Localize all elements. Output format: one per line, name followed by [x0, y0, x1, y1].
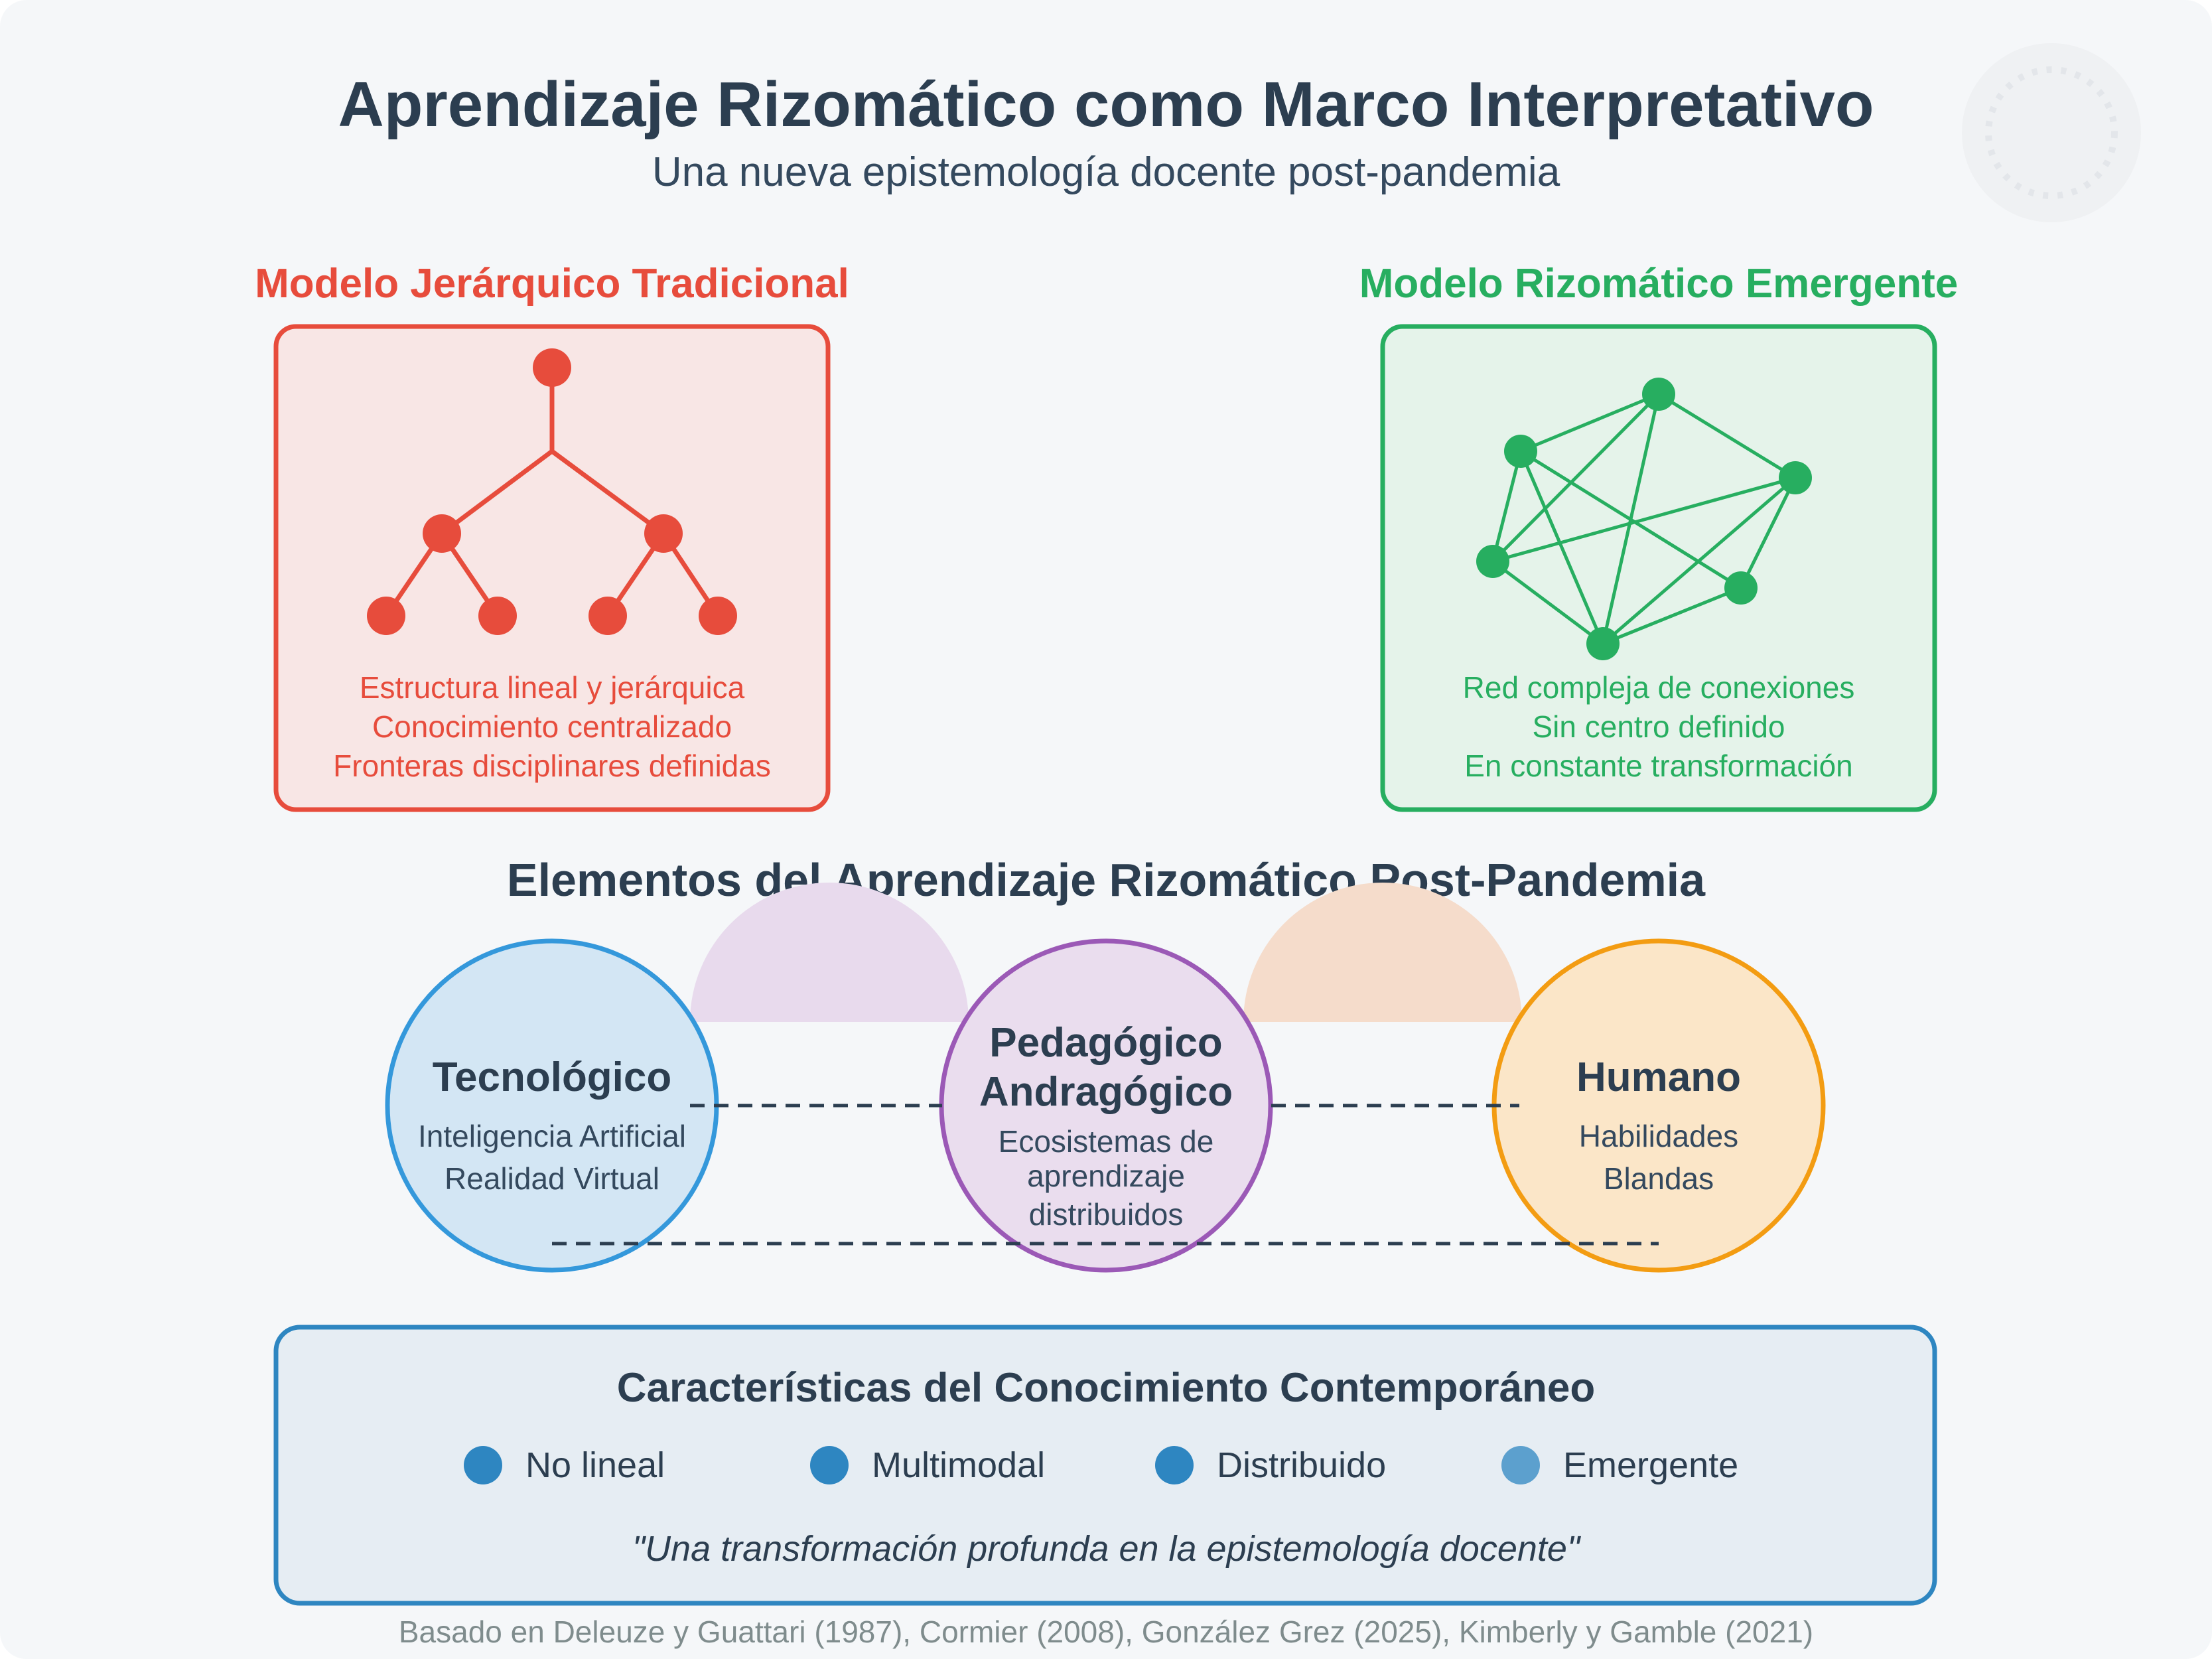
ped-line-2: aprendizaje	[1027, 1159, 1185, 1193]
network-node-1	[1504, 435, 1537, 468]
human-line-2: Blandas	[1604, 1161, 1714, 1196]
characteristic-item-1: No lineal	[525, 1445, 665, 1485]
tree-node-mid-left	[423, 514, 461, 553]
characteristic-item-4: Emergente	[1563, 1445, 1738, 1485]
tech-circle	[385, 938, 719, 1273]
tree-node-leaf-2	[478, 597, 517, 635]
characteristics-quote: "Una transformación profunda en la epist…	[632, 1529, 1582, 1569]
right-model-line-1: Red compleja de conexiones	[1463, 670, 1855, 705]
left-model-heading: Modelo Jerárquico Tradicional	[255, 261, 849, 307]
page-subtitle: Una nueva epistemología docente post-pan…	[652, 149, 1560, 195]
ped-title-line-1: Pedagógico	[989, 1020, 1222, 1066]
network-node-5	[1724, 571, 1758, 605]
bullet-icon-4	[1501, 1446, 1540, 1484]
human-title: Humano	[1576, 1054, 1741, 1100]
tree-node-leaf-1	[367, 597, 405, 635]
network-node-4	[1476, 545, 1509, 578]
right-model-heading: Modelo Rizomático Emergente	[1359, 261, 1959, 307]
footer-citation: Basado en Deleuze y Guattari (1987), Cor…	[399, 1615, 1813, 1649]
tech-title: Tecnológico	[433, 1054, 672, 1100]
ped-title-line-2: Andragógico	[979, 1069, 1233, 1115]
right-model-line-3: En constante transformación	[1464, 749, 1853, 783]
arc-ped-human	[1243, 883, 1522, 1022]
characteristic-item-3: Distribuido	[1217, 1445, 1386, 1485]
tree-node-leaf-4	[699, 597, 737, 635]
right-model-line-2: Sin centro definido	[1532, 709, 1785, 744]
human-line-1: Habilidades	[1579, 1119, 1738, 1153]
watermark-ornament-ring	[1985, 66, 2118, 199]
human-circle	[1491, 938, 1826, 1273]
network-node-3	[1779, 461, 1812, 494]
bullet-icon-3	[1155, 1446, 1194, 1484]
bullet-icon-2	[810, 1446, 849, 1484]
ped-line-1: Ecosistemas de	[999, 1124, 1214, 1159]
elements-heading: Elementos del Aprendizaje Rizomático Pos…	[507, 854, 1706, 906]
ped-line-3: distribuidos	[1029, 1197, 1184, 1232]
arc-tech-ped	[690, 883, 969, 1022]
characteristics-heading: Características del Conocimiento Contemp…	[617, 1365, 1596, 1411]
tech-line-1: Inteligencia Artificial	[418, 1119, 686, 1153]
tree-node-root	[533, 348, 571, 387]
left-model-panel	[273, 324, 831, 812]
characteristic-item-2: Multimodal	[872, 1445, 1045, 1485]
characteristics-panel	[273, 1325, 1937, 1606]
left-model-line-3: Fronteras disciplinares definidas	[333, 749, 771, 783]
rhizome-network	[1491, 392, 1797, 646]
left-model-line-2: Conocimiento centralizado	[372, 709, 732, 744]
page-title: Aprendizaje Rizomático como Marco Interp…	[338, 69, 1874, 140]
network-node-6	[1586, 627, 1620, 660]
tree-node-leaf-3	[588, 597, 627, 635]
left-model-line-1: Estructura lineal y jerárquica	[360, 670, 745, 705]
network-node-2	[1642, 378, 1675, 411]
tech-line-2: Realidad Virtual	[445, 1161, 659, 1196]
tree-node-mid-right	[644, 514, 683, 553]
bullet-icon-1	[464, 1446, 502, 1484]
